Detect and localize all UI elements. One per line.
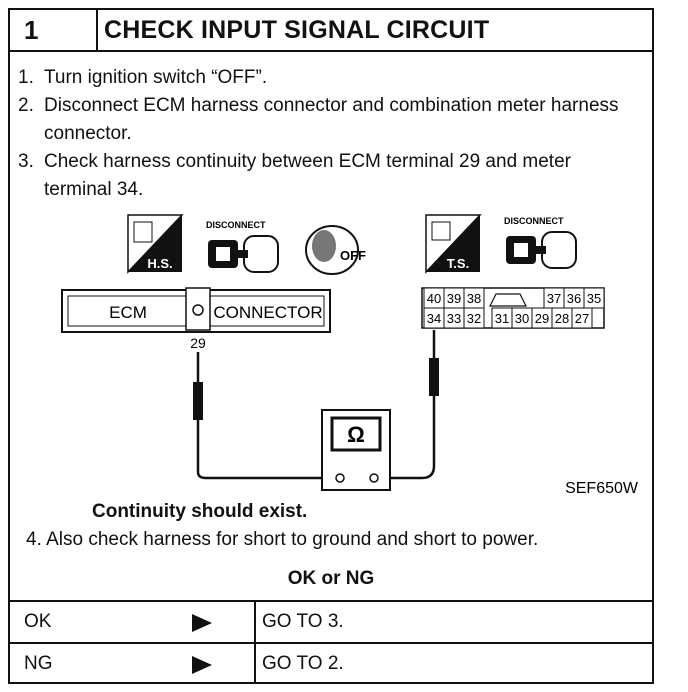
ignition-off-icon: OFF <box>305 225 366 275</box>
outcome-row-ng: NG GO TO 2. <box>10 642 652 684</box>
terminal-number: 36 <box>567 291 581 306</box>
ohm-symbol: Ω <box>347 422 365 447</box>
arrow-right-icon <box>192 614 212 632</box>
terminal-number: 35 <box>587 291 601 306</box>
figure-id: SEF650W <box>565 480 639 497</box>
terminal-number: 37 <box>547 291 561 306</box>
outcome-action: GO TO 3. <box>254 602 344 642</box>
terminal-number: 31 <box>495 311 509 326</box>
terminal-number: 30 <box>515 311 529 326</box>
instruction-item: 4. Also check harness for short to groun… <box>26 529 539 550</box>
ohmmeter: Ω <box>321 409 391 491</box>
instruction-item: 2. Disconnect ECM harness connector and … <box>18 95 619 144</box>
outcome-row-ok: OK GO TO 3. <box>10 602 652 642</box>
terminal-cell <box>571 307 593 329</box>
instruction-item: 3. Check harness continuity between ECM … <box>18 151 571 200</box>
connector-label: CONNECTOR <box>213 303 322 322</box>
ok-ng-heading: OK or NG <box>287 568 375 589</box>
disconnect-icon: DISCONNECT <box>206 220 279 273</box>
step-number: 1 <box>10 10 98 50</box>
continuity-result: Continuity should exist. <box>92 501 308 522</box>
terminal-number: 27 <box>575 311 589 326</box>
test-leads <box>193 330 439 480</box>
terminal-number: 34 <box>427 311 441 326</box>
outcome-table: OK GO TO 3. NG GO TO 2. <box>10 600 652 684</box>
terminal-cell <box>463 307 485 329</box>
terminal-number: 40 <box>427 291 441 306</box>
outcome-action: GO TO 2. <box>254 644 344 684</box>
wiring-diagram: H.S. DISCONNECT OFF T.S. DISCONNECT <box>61 214 639 497</box>
outcome-key: NG <box>24 653 53 674</box>
meter-connector-cells: 40 39 38 37 36 35 34 33 32 31 30 29 28 27 <box>423 287 605 329</box>
harness-side-icon: H.S. <box>127 214 184 274</box>
arrow-right-icon <box>192 656 212 674</box>
instruction-list: 1. Turn ignition switch “OFF”. 2. Discon… <box>18 64 648 204</box>
disconnect-label: DISCONNECT <box>206 220 266 230</box>
procedure-header: 1 CHECK INPUT SIGNAL CIRCUIT <box>10 10 652 52</box>
meter-connector: 40 39 38 37 36 35 34 33 32 31 30 29 28 27 <box>421 287 605 329</box>
terminal-number: 33 <box>447 311 461 326</box>
off-label: OFF <box>340 248 366 263</box>
disconnect-label: DISCONNECT <box>504 216 564 226</box>
disconnect-icon: DISCONNECT <box>504 216 577 269</box>
instruction-item: 1. Turn ignition switch “OFF”. <box>18 67 268 88</box>
terminal-number: 29 <box>535 311 549 326</box>
ecm-connector: ECM CONNECTOR 29 <box>61 287 331 351</box>
terminal-number: 28 <box>555 311 569 326</box>
ecm-terminal-29: 29 <box>190 335 206 351</box>
terminal-number: 38 <box>467 291 481 306</box>
procedure-box: 1 CHECK INPUT SIGNAL CIRCUIT 1. Turn ign… <box>8 8 654 684</box>
ecm-label: ECM <box>109 303 147 322</box>
hs-label: H.S. <box>147 256 172 271</box>
terminal-number: 32 <box>467 311 481 326</box>
procedure-title: CHECK INPUT SIGNAL CIRCUIT <box>104 16 490 44</box>
outcome-key: OK <box>24 611 52 632</box>
terminal-side-icon: T.S. <box>425 214 482 274</box>
terminal-number: 39 <box>447 291 461 306</box>
terminal-cell <box>583 287 605 309</box>
ts-label: T.S. <box>447 256 469 271</box>
